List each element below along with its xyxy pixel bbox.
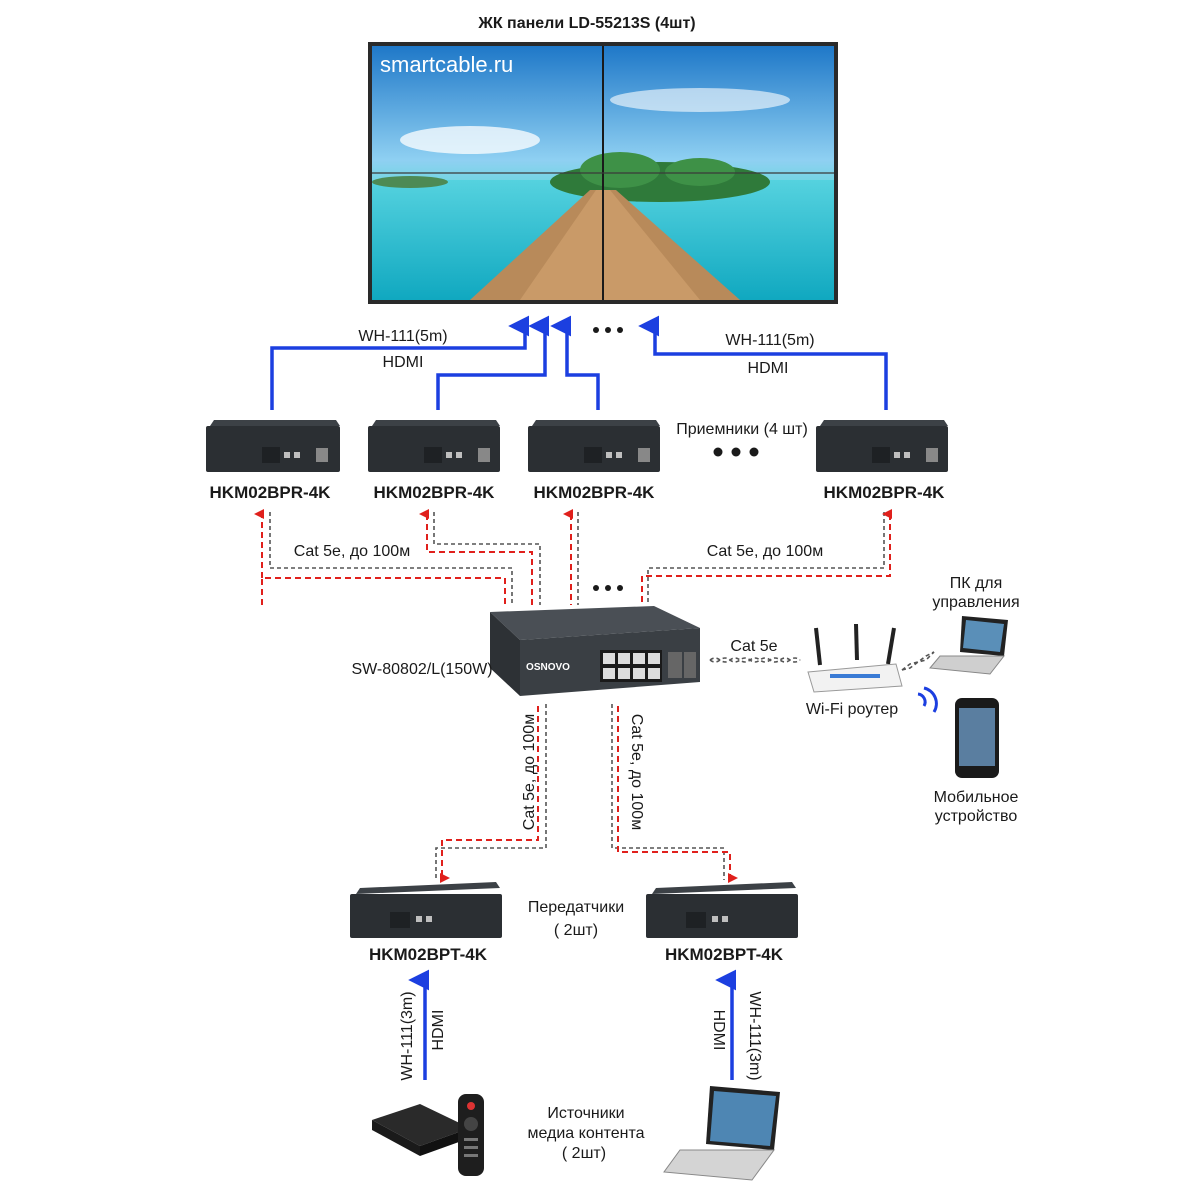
cat-links-top <box>254 509 892 605</box>
receiver-3 <box>528 420 660 472</box>
cat-down-left-label: Cat 5e, до 100м <box>521 714 538 830</box>
video-wall: smartcable.ru <box>368 42 838 304</box>
bottom-left-cable-label: WH-111(3m) <box>399 991 416 1080</box>
cat-right-label: Cat 5e, до 100м <box>707 543 823 560</box>
cat-link-router <box>709 657 801 663</box>
network-switch <box>490 606 700 696</box>
remote-control-icon <box>458 1094 484 1176</box>
sources-label-line3: ( 2шт) <box>562 1145 606 1162</box>
bottom-right-signal-label: HDMI <box>710 1010 727 1051</box>
sources-label-line1: Источники <box>547 1105 624 1122</box>
cat-link-pc <box>901 651 935 671</box>
wifi-signal-icon <box>917 686 938 713</box>
top-left-cable-label: WH-111(5m) <box>358 328 447 345</box>
pc-label-line1: ПК для <box>950 575 1003 592</box>
cat-left-label: Cat 5e, до 100м <box>294 543 410 560</box>
receiver-1-label: HKM02BPR-4K <box>210 483 332 502</box>
cat-router-label: Cat 5e <box>730 638 777 655</box>
receiver-2-label: HKM02BPR-4K <box>374 483 496 502</box>
pc-laptop-icon <box>929 616 1008 675</box>
top-left-signal-label: HDMI <box>383 354 424 371</box>
router-label: Wi-Fi роутер <box>806 701 898 718</box>
transmitters-label-line1: Передатчики <box>528 899 624 916</box>
pc-label-line2: управления <box>932 594 1019 611</box>
source-laptop-icon <box>663 1086 780 1181</box>
cat-down-right-label: Cat 5e, до 100м <box>628 714 645 830</box>
receivers-group-label: Приемники (4 шт) <box>676 421 808 438</box>
bottom-left-signal-label: HDMI <box>430 1010 447 1051</box>
bottom-right-cable-label: WH-111(3m) <box>746 991 763 1080</box>
sources-label-line2: медиа контента <box>527 1125 644 1142</box>
media-box-icon <box>372 1104 470 1156</box>
transmitter-2-label: HKM02BPT-4K <box>665 945 784 964</box>
receiver-3-label: HKM02BPR-4K <box>534 483 656 502</box>
hdmi-links-bottom <box>408 969 737 1080</box>
ellipsis-receivers <box>713 447 759 457</box>
cat-links-bottom <box>435 704 738 883</box>
switch-logo: OSNOVO <box>526 662 570 673</box>
brand-watermark: smartcable.ru <box>380 52 513 77</box>
mobile-label-line2: устройство <box>935 808 1018 825</box>
receiver-2 <box>368 420 500 472</box>
hdmi-links-top <box>270 315 888 410</box>
transmitter-1-label: HKM02BPT-4K <box>369 945 488 964</box>
transmitter-1 <box>350 882 502 938</box>
mobile-phone-icon <box>955 698 999 778</box>
wifi-router-icon <box>807 623 903 693</box>
ellipsis-top <box>593 327 623 333</box>
transmitter-2 <box>646 882 798 938</box>
mobile-label-line1: Мобильное <box>934 789 1019 806</box>
ellipsis-switch <box>593 585 623 591</box>
transmitters-label-line2: ( 2шт) <box>554 922 598 939</box>
switch-label: SW-80802/L(150W) <box>351 661 492 678</box>
diagram-title: ЖК панели LD-55213S (4шт) <box>477 15 695 32</box>
receiver-4 <box>816 420 948 472</box>
receiver-1 <box>206 420 340 472</box>
top-right-cable-label: WH-111(5m) <box>725 332 814 349</box>
top-right-signal-label: HDMI <box>748 360 789 377</box>
receiver-4-label: HKM02BPR-4K <box>824 483 946 502</box>
